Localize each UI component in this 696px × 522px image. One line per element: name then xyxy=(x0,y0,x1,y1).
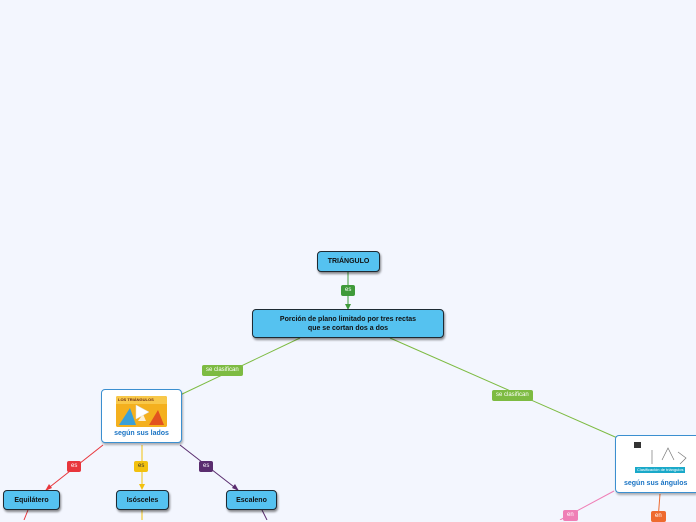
arrowhead-definition xyxy=(345,304,351,310)
link-label-es-main: es xyxy=(341,285,356,296)
link-label-en-pink: en xyxy=(563,510,578,521)
equilatero-label: Equilátero xyxy=(14,496,49,504)
link-label-es-red: es xyxy=(67,461,82,472)
arrowhead-isosceles xyxy=(139,484,145,490)
link-label-se-clasifican-left: se clasifican xyxy=(202,365,243,376)
angles-card-label: según sus ángulos xyxy=(624,480,688,487)
definition-line-1: Porción de plano limitado por tres recta… xyxy=(279,315,417,323)
equilatero-node[interactable]: Equilátero xyxy=(3,490,60,510)
connector-escaleno-down xyxy=(261,509,268,520)
connector-equilatero-down xyxy=(23,509,29,520)
triangulo-label: TRIÁNGULO xyxy=(327,258,370,265)
angles-thumbnail[interactable]: Clasificación de triángulos xyxy=(632,440,692,476)
escaleno-node[interactable]: Escaleno xyxy=(226,490,277,510)
arrowhead-equilatero xyxy=(45,484,52,491)
sides-card[interactable]: LOS TRIÁNGULOS según sus lados xyxy=(101,389,182,443)
sides-card-label: según sus lados xyxy=(114,430,169,437)
escaleno-label: Escaleno xyxy=(236,496,267,504)
isosceles-node[interactable]: Isósceles xyxy=(116,490,169,510)
triangle-sketch-icon xyxy=(632,440,692,470)
link-label-es-yellow: es xyxy=(134,461,149,472)
angles-thumbnail-caption: Clasificación de triángulos xyxy=(635,467,686,473)
link-label-se-clasifican-right: se clasifican xyxy=(492,390,533,401)
definition-node[interactable]: Porción de plano limitado por tres recta… xyxy=(252,309,444,338)
connector-definition-angles xyxy=(389,337,623,441)
triangulo-node[interactable]: TRIÁNGULO xyxy=(317,251,380,272)
sides-thumbnail-caption: LOS TRIÁNGULOS xyxy=(118,397,154,402)
definition-line-2: que se cortan dos a dos xyxy=(307,324,389,332)
link-label-es-purple: es xyxy=(199,461,214,472)
arrowhead-escaleno xyxy=(232,484,239,491)
angles-card[interactable]: Clasificación de triángulos según sus án… xyxy=(615,435,696,493)
link-label-en-orange: en xyxy=(651,511,666,522)
play-icon[interactable] xyxy=(134,404,150,420)
isosceles-label: Isósceles xyxy=(126,496,159,504)
sides-video-thumbnail[interactable]: LOS TRIÁNGULOS xyxy=(116,396,167,427)
